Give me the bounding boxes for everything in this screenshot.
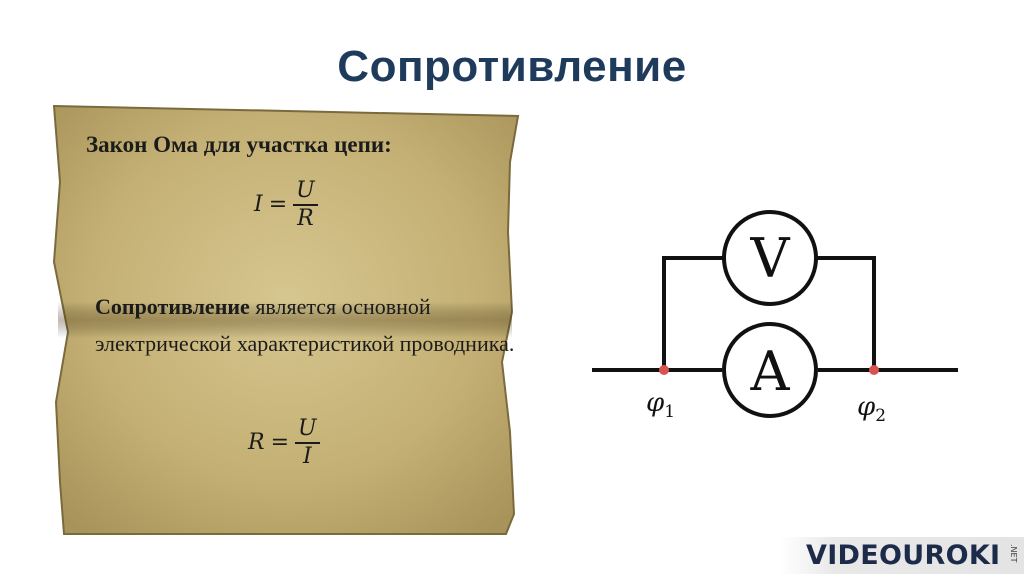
resistance-definition: Сопротивление является основной электрич…	[95, 288, 515, 362]
formula-resistance: R = U I	[248, 416, 320, 470]
phi1-subscript: 1	[664, 402, 676, 423]
parchment-fold	[58, 302, 512, 338]
parchment-panel: Закон Ома для участка цепи: I = U R Сопр…	[40, 102, 530, 542]
fraction-bar	[293, 204, 318, 206]
definition-text: является основной электрической характер…	[95, 294, 515, 356]
formula-resistance-denominator: I	[302, 443, 312, 469]
formula-resistance-numerator: U	[298, 416, 317, 441]
formula-current-equals: =	[268, 192, 288, 218]
formula-current-denominator: R	[297, 205, 314, 231]
phi2-symbol: φ	[857, 392, 876, 422]
slide-title: Сопротивление	[337, 42, 687, 91]
definition-term: Сопротивление	[95, 294, 250, 319]
formula-current-fraction: U R	[293, 178, 318, 232]
formula-current-numerator: U	[296, 178, 315, 203]
ammeter-label: A	[750, 340, 791, 403]
formula-current: I = U R	[254, 178, 318, 232]
phi1-symbol: φ	[646, 388, 665, 418]
node-left	[659, 365, 669, 375]
parchment-background	[52, 104, 520, 535]
voltmeter-symbol	[722, 210, 818, 306]
circuit-diagram: V A	[592, 210, 958, 418]
logo-suffix: .NET	[1009, 544, 1018, 563]
node-right	[869, 365, 879, 375]
formula-resistance-equals: =	[270, 430, 290, 456]
voltmeter-label: V	[750, 227, 791, 290]
potential-phi1: φ1	[646, 388, 675, 422]
fraction-bar	[295, 442, 320, 444]
logo-text: VIDEOUROKI	[806, 540, 1001, 571]
ohm-law-heading: Закон Ома для участка цепи:	[86, 132, 392, 157]
ammeter-symbol	[722, 322, 818, 418]
videouroki-logo[interactable]: VIDEOUROKI .NET	[780, 537, 1024, 574]
formula-resistance-lhs: R	[248, 430, 265, 456]
formula-current-lhs: I	[254, 192, 263, 218]
formula-resistance-fraction: U I	[295, 416, 320, 470]
potential-phi2: φ2	[857, 392, 886, 426]
phi2-subscript: 2	[875, 406, 887, 427]
